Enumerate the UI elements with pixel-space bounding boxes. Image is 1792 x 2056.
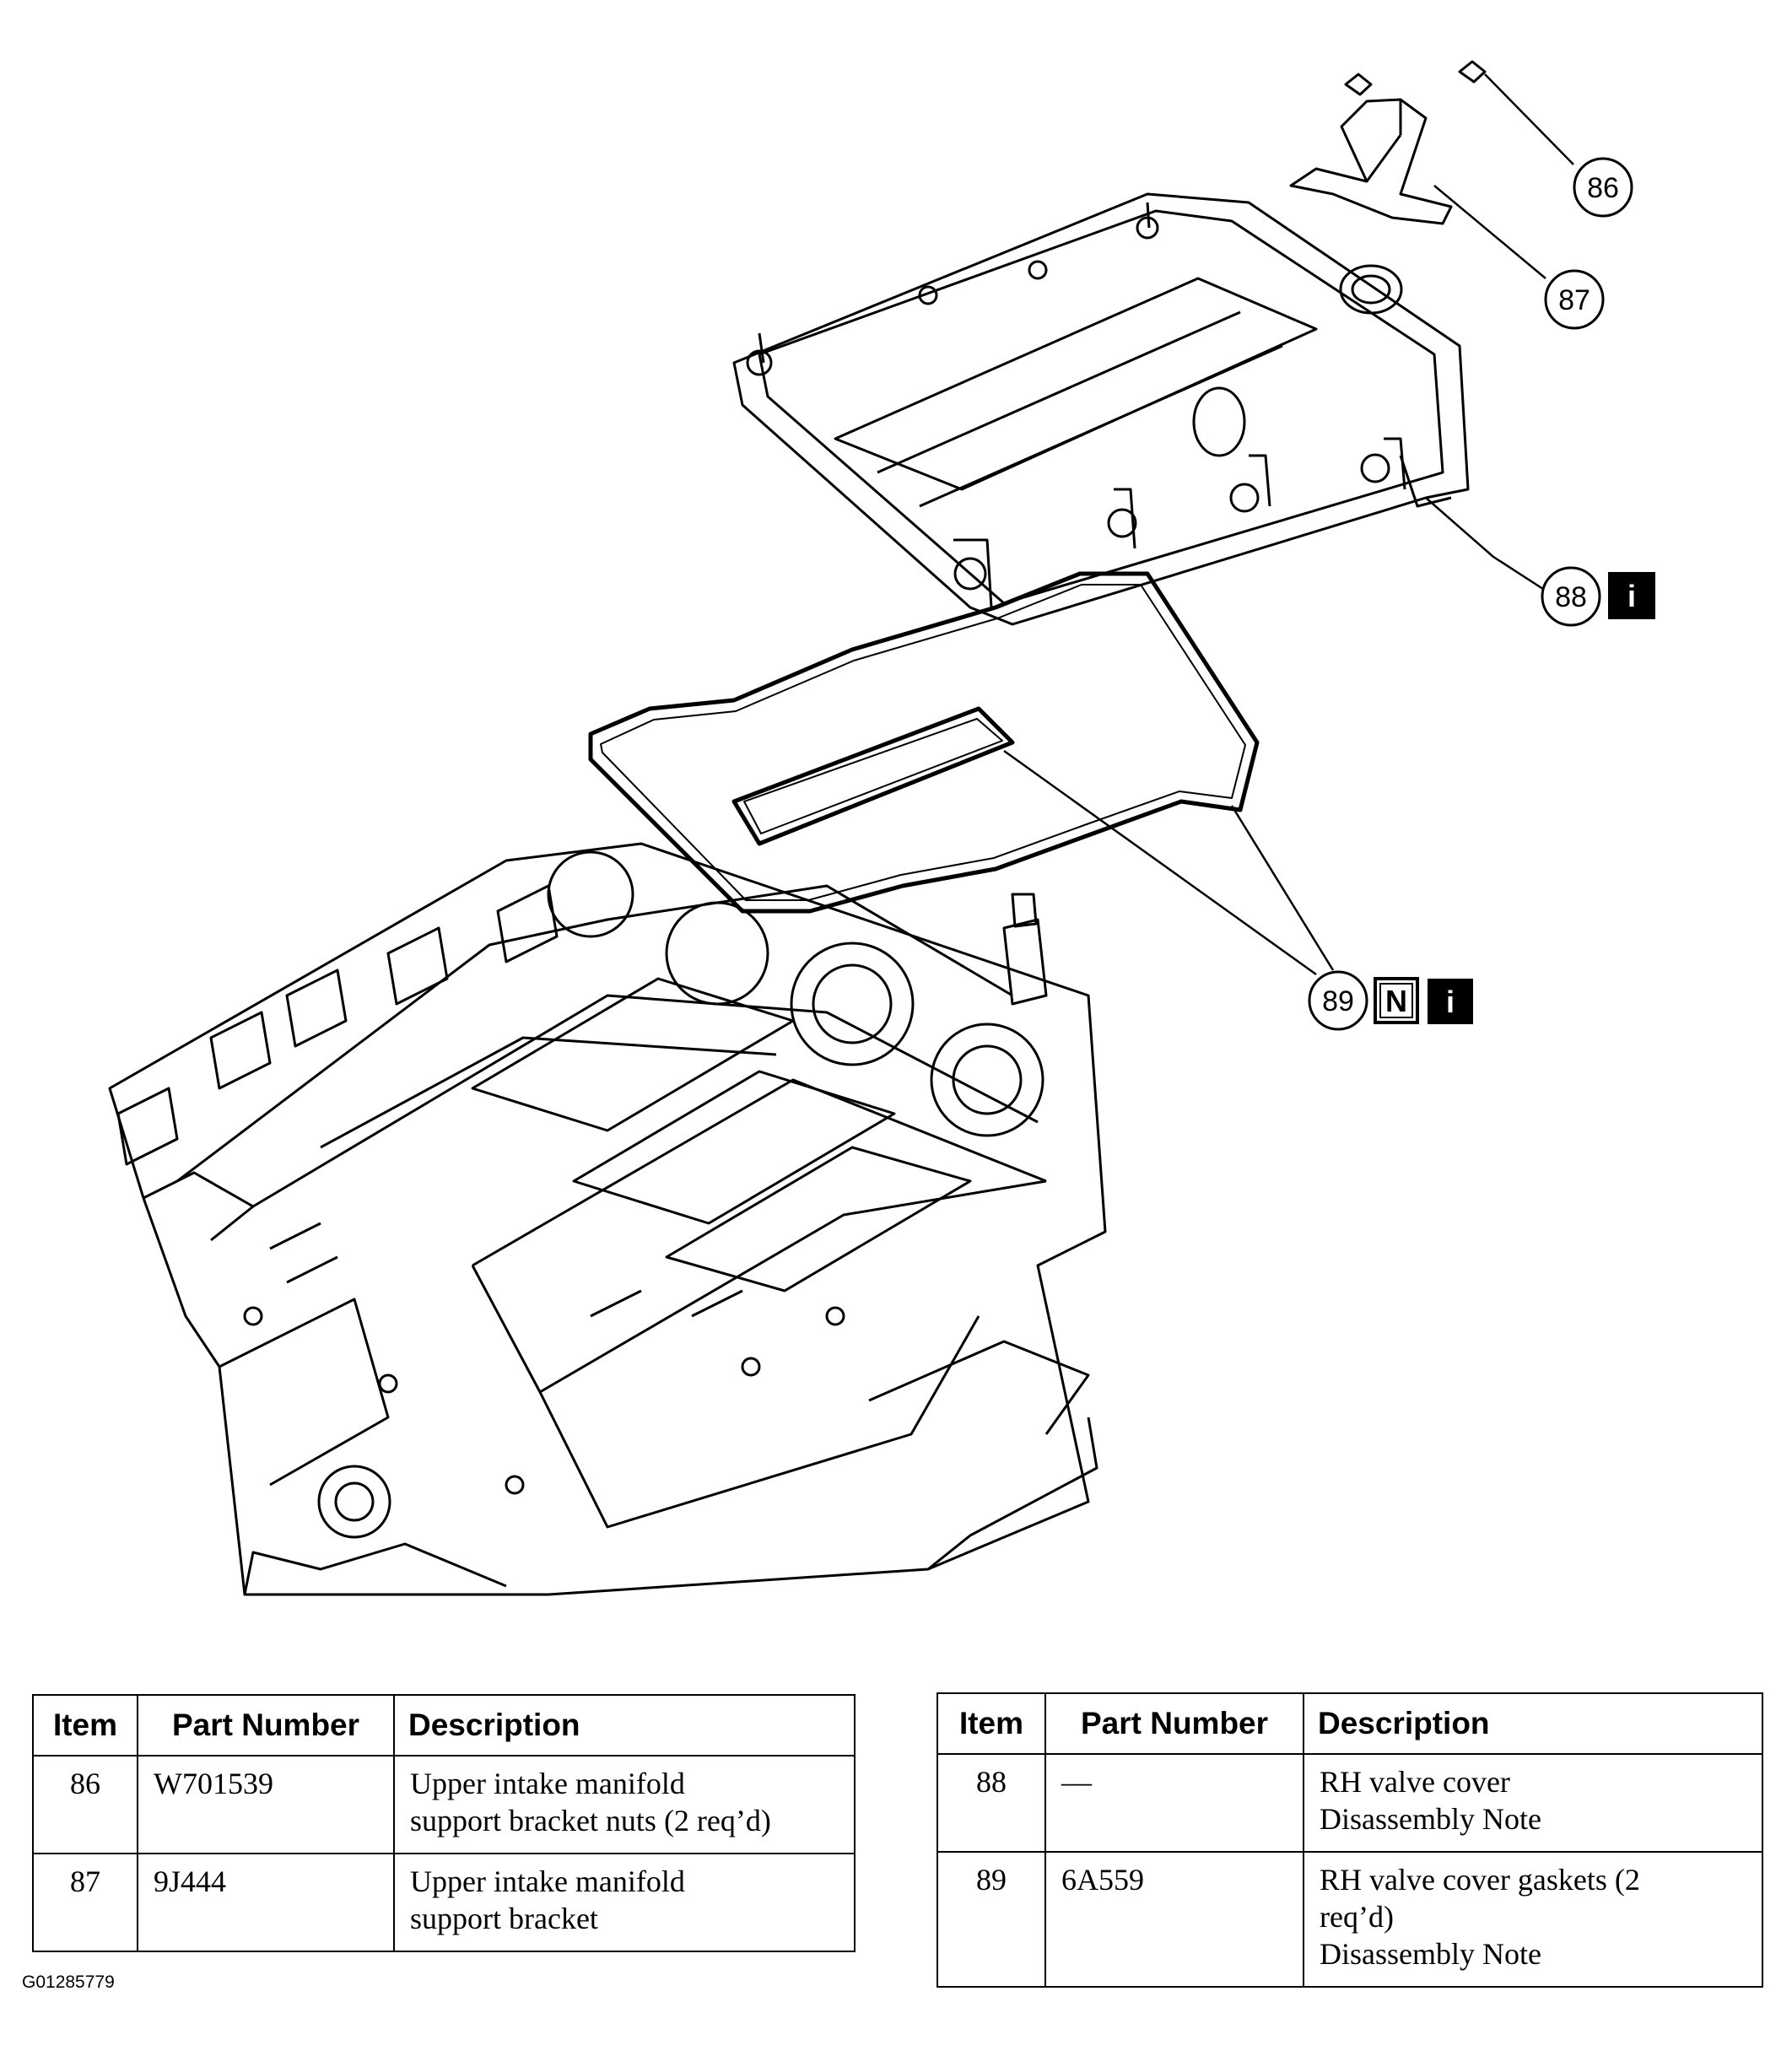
leader-lines [1003,73,1574,976]
item-number-cell: 89 [936,1851,1046,1988]
svg-text:i: i [1627,579,1636,613]
description-line: Upper intake manifold [410,1864,685,1898]
description-cell: Upper intake manifold support bracket nu… [393,1755,856,1854]
parts-table-right: Item Part Number Description 88 — RH val… [936,1692,1763,1988]
svg-text:N: N [1385,984,1407,1018]
svg-text:88: 88 [1555,581,1587,613]
svg-text:89: 89 [1322,985,1354,1017]
new-part-badge-89: N [1374,977,1419,1024]
item-number-cell: 88 [936,1753,1046,1853]
column-header-description: Description [1303,1692,1763,1755]
part-number-cell: 6A559 [1044,1851,1304,1988]
bracket-and-nuts-illustration [1289,60,1487,225]
info-badge-89: i [1428,979,1473,1024]
description-line: Disassembly Note [1320,1802,1541,1836]
item-number-cell: 86 [32,1755,138,1854]
exploded-engine-diagram: 86 87 88 i 89 N i [108,60,1655,1596]
table-row: 87 9J444 Upper intake manifold support b… [32,1853,856,1952]
part-number-cell: — [1044,1753,1304,1853]
description-line: support bracket nuts (2 req’d) [410,1804,771,1837]
description-line: support bracket [410,1902,598,1935]
table-row: 88 — RH valve cover Disassembly Note [936,1753,1763,1853]
callout-86: 86 [1573,157,1633,218]
table-header-row: Item Part Number Description [32,1694,856,1757]
item-number-cell: 87 [32,1853,138,1952]
callout-88: 88 [1541,566,1601,627]
part-number-cell: W701539 [137,1755,395,1854]
table-row: 86 W701539 Upper intake manifold support… [32,1755,856,1854]
description-cell: RH valve cover Disassembly Note [1303,1753,1763,1853]
part-number-cell: 9J444 [137,1853,395,1952]
parts-table-left: Item Part Number Description 86 W701539 … [32,1694,856,1952]
gasket-illustration [588,571,1260,914]
column-header-part-number: Part Number [137,1694,395,1757]
description-line: RH valve cover gaskets (2 [1320,1863,1640,1897]
description-line: req’d) [1320,1900,1394,1934]
column-header-part-number: Part Number [1044,1692,1304,1755]
description-line: RH valve cover [1320,1765,1510,1799]
svg-text:87: 87 [1558,284,1590,316]
table-row: 89 6A559 RH valve cover gaskets (2 req’d… [936,1851,1763,1988]
column-header-description: Description [393,1694,856,1757]
engine-block-illustration [108,842,1107,1596]
description-cell: Upper intake manifold support bracket [393,1853,856,1952]
description-cell: RH valve cover gaskets (2 req’d) Disasse… [1303,1851,1763,1988]
info-badge-88: i [1608,572,1655,619]
figure-id-label: G01285779 [22,1972,115,1992]
column-header-item: Item [936,1692,1046,1755]
svg-text:86: 86 [1587,172,1619,204]
callout-87: 87 [1544,269,1605,330]
description-line: Upper intake manifold [410,1767,685,1800]
column-header-item: Item [32,1694,138,1757]
valve-cover-illustration [732,192,1470,626]
description-line: Disassembly Note [1320,1937,1541,1971]
callout-89: 89 [1308,970,1368,1031]
table-header-row: Item Part Number Description [936,1692,1763,1755]
svg-text:i: i [1446,985,1455,1019]
